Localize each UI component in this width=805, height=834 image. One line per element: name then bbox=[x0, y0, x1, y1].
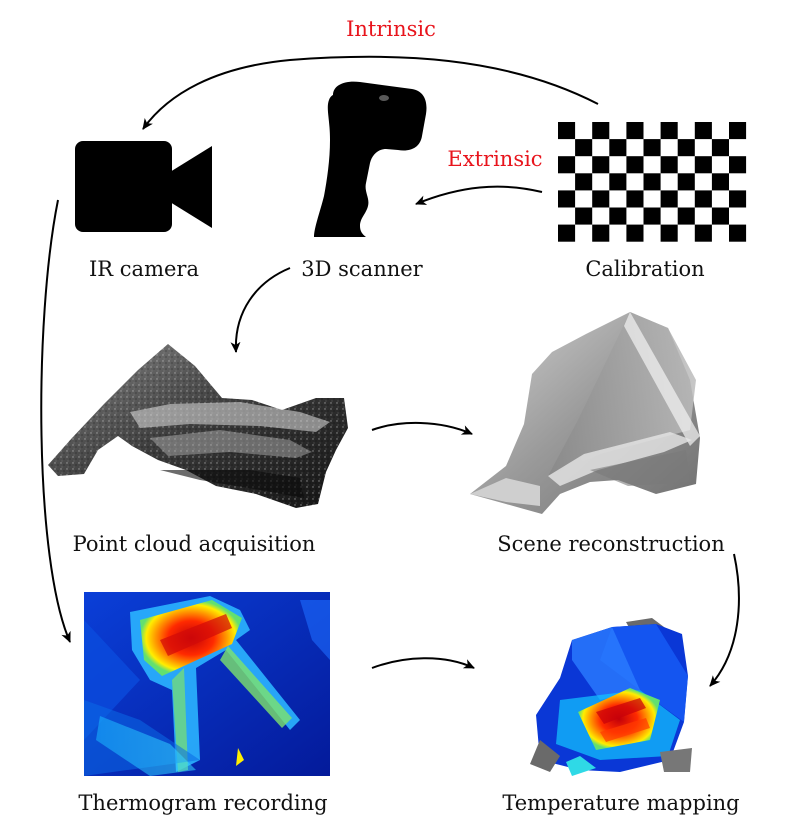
point-cloud-image bbox=[48, 344, 348, 508]
extrinsic-arrow bbox=[415, 185, 543, 205]
scanner-label: 3D scanner bbox=[301, 257, 423, 281]
checkerboard-icon bbox=[558, 122, 747, 242]
calibration-label: Calibration bbox=[585, 257, 705, 281]
ir-camera-label: IR camera bbox=[89, 257, 199, 281]
scanner-icon bbox=[314, 81, 427, 237]
scene-reconstruction-image bbox=[470, 312, 700, 514]
video-camera-icon bbox=[75, 141, 212, 232]
intrinsic-label: Intrinsic bbox=[346, 17, 436, 41]
camera-to-thermogram-arrow bbox=[40, 199, 71, 643]
intrinsic-arrow bbox=[142, 55, 599, 130]
thermogram-label: Thermogram recording bbox=[78, 791, 328, 815]
point-cloud-label: Point cloud acquisition bbox=[72, 532, 316, 556]
thermogram-image bbox=[84, 592, 330, 776]
extrinsic-label: Extrinsic bbox=[447, 147, 543, 171]
temperature-mapping-image bbox=[530, 618, 692, 776]
connector-arrows bbox=[40, 55, 740, 687]
scene-reconstruction-label: Scene reconstruction bbox=[497, 532, 725, 556]
scanner-to-cloud-arrow bbox=[230, 267, 291, 353]
thermogram-to-mapping-arrow bbox=[371, 657, 475, 669]
temperature-mapping-label: Temperature mapping bbox=[502, 791, 740, 815]
scene-to-mapping-arrow bbox=[709, 553, 740, 687]
cloud-to-scene-arrow bbox=[371, 421, 473, 435]
